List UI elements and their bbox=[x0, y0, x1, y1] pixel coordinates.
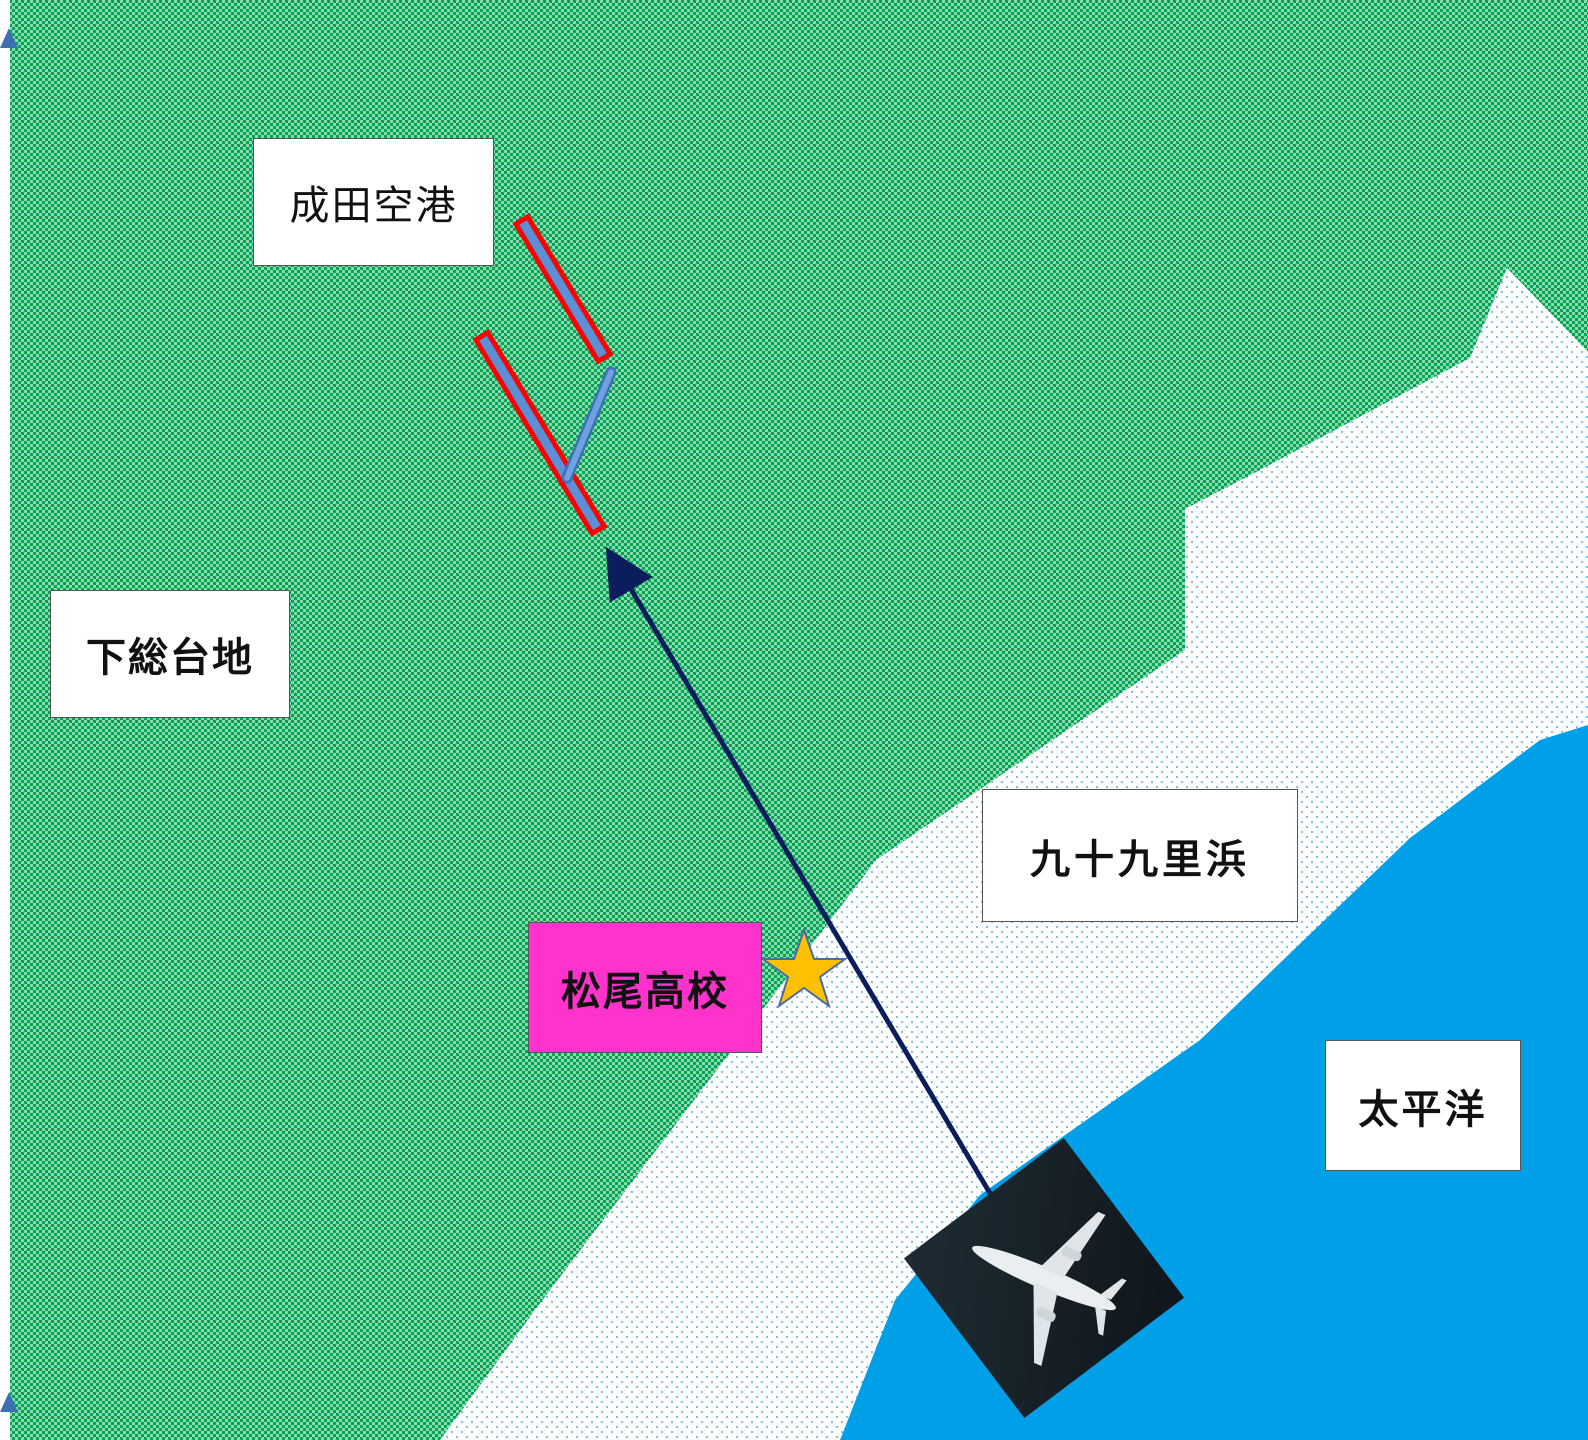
flight-path-arrow bbox=[605, 546, 997, 1202]
pacific-ocean-label: 太平洋 bbox=[1325, 1040, 1521, 1171]
shimousa-plateau-label: 下総台地 bbox=[50, 590, 290, 718]
corner-marker-icon bbox=[0, 28, 18, 48]
star-icon bbox=[759, 926, 849, 1009]
airplane-photo bbox=[903, 1137, 1185, 1419]
runway-b bbox=[472, 329, 608, 537]
runway-a bbox=[512, 213, 614, 365]
matsuo-high-school-label: 松尾高校 bbox=[528, 922, 762, 1053]
kujukuri-beach-label: 九十九里浜 bbox=[982, 789, 1298, 922]
narita-runways bbox=[472, 213, 617, 537]
corner-marker-icon bbox=[0, 1392, 18, 1412]
narita-airport-label: 成田空港 bbox=[253, 138, 494, 266]
